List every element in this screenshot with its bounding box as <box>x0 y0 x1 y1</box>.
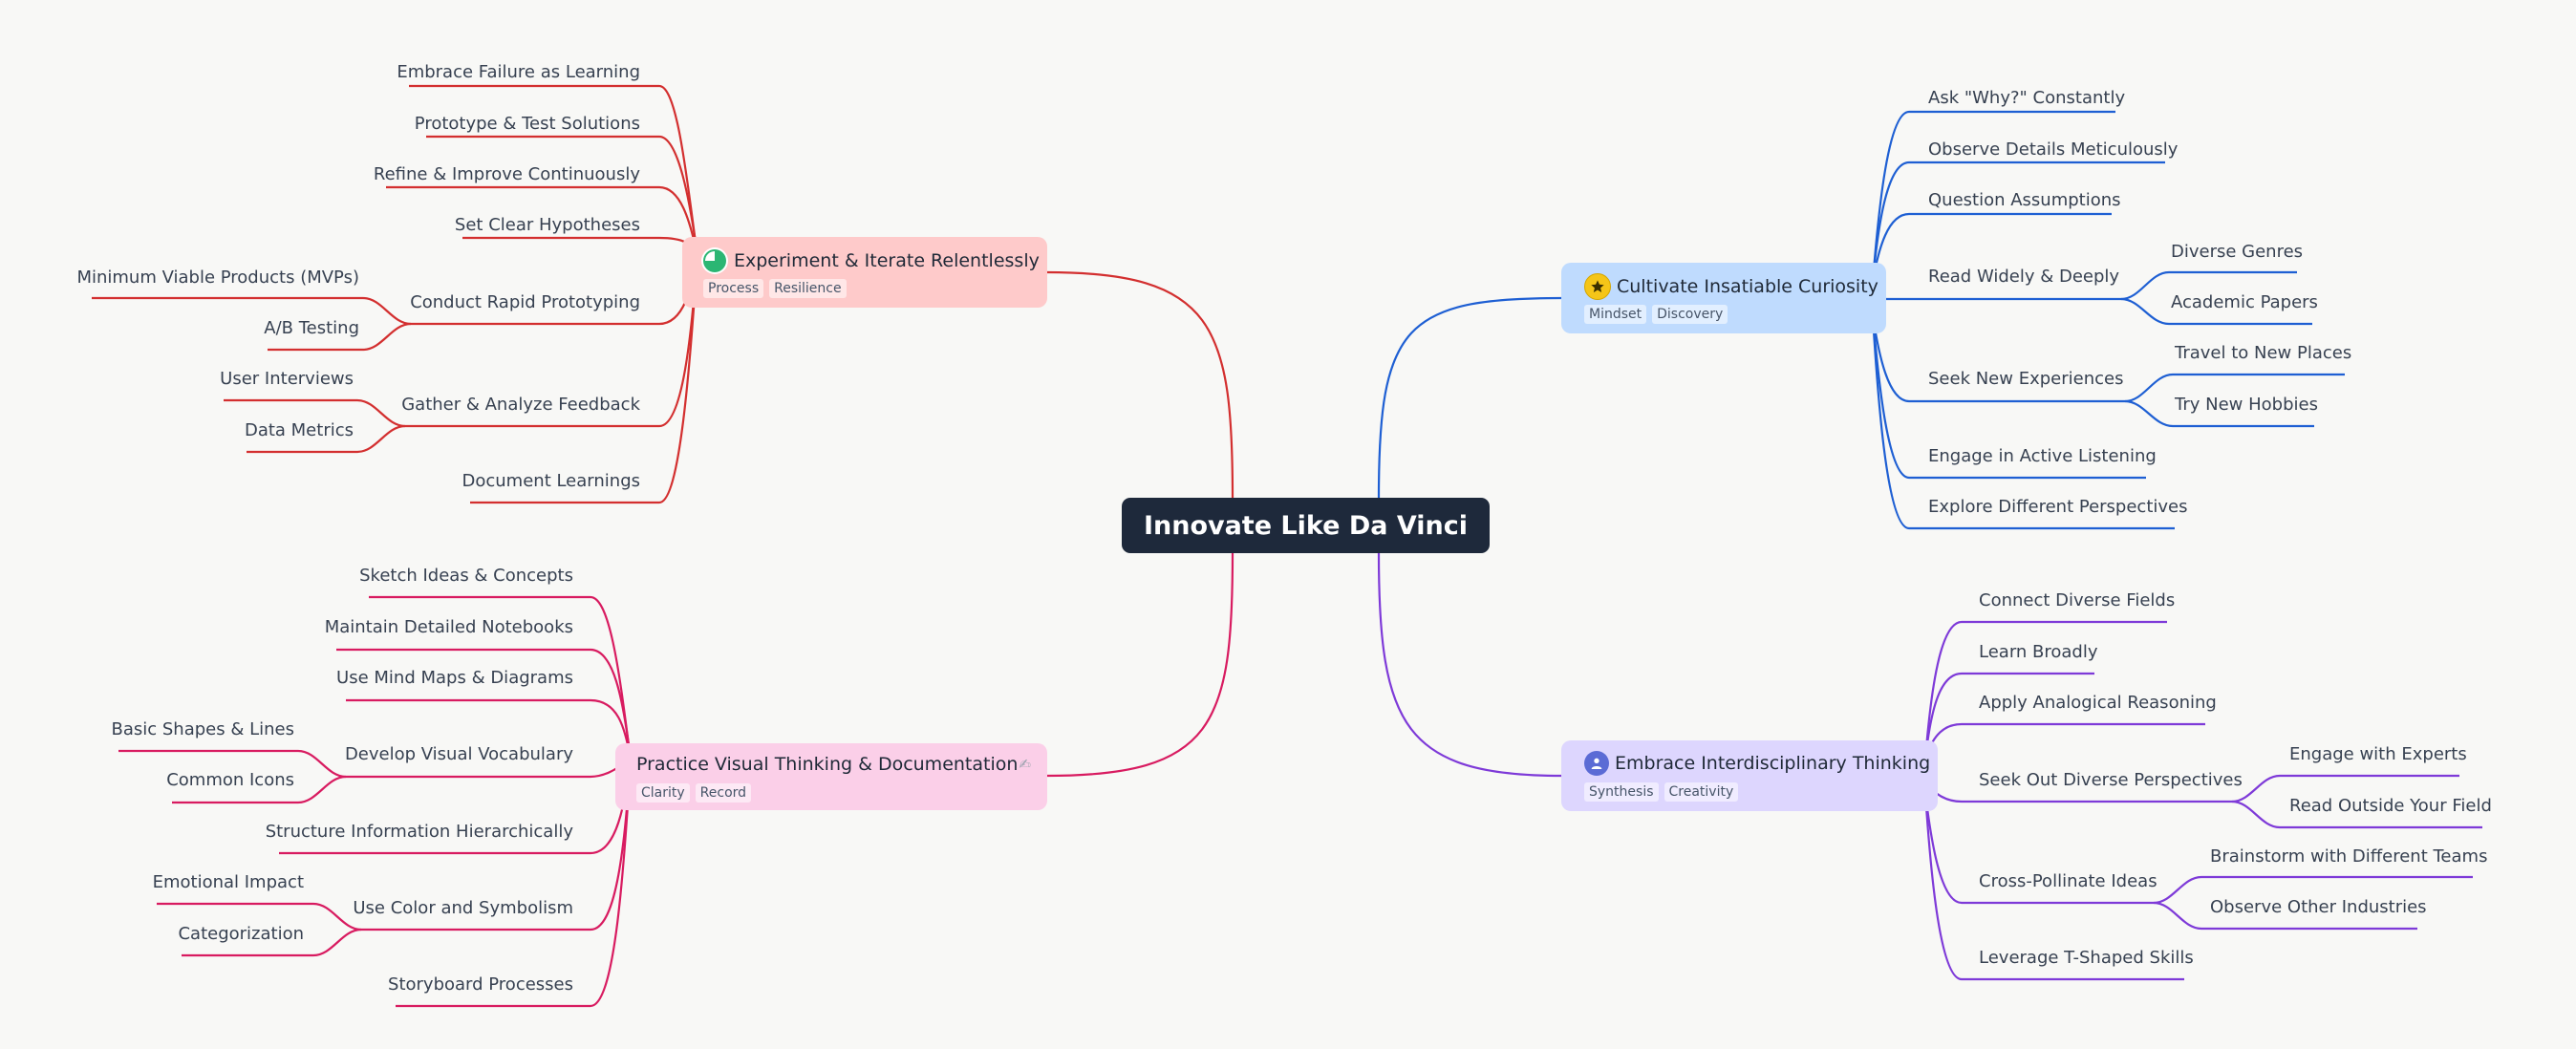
tag-synthesis: Synthesis <box>1584 782 1659 802</box>
color-sub-2[interactable]: Categorization <box>178 924 304 944</box>
experiment-child-6[interactable]: Gather & Analyze Feedback <box>401 395 640 415</box>
prototyping-sub-1[interactable]: Minimum Viable Products (MVPs) <box>76 268 359 288</box>
experiment-child-2[interactable]: Prototype & Test Solutions <box>414 114 640 134</box>
curiosity-child-2[interactable]: Observe Details Meticulously <box>1928 139 2179 160</box>
crosspollinate-sub-1[interactable]: Brainstorm with Different Teams <box>2210 846 2488 867</box>
color-sub-1[interactable]: Emotional Impact <box>152 872 304 892</box>
crosspollinate-sub-2[interactable]: Observe Other Industries <box>2210 897 2427 917</box>
interdisciplinary-child-3[interactable]: Apply Analogical Reasoning <box>1979 693 2217 713</box>
experiment-child-1[interactable]: Embrace Failure as Learning <box>397 62 640 82</box>
branch-visual-title: Practice Visual Thinking & Documentation <box>636 754 1019 775</box>
feedback-sub-2[interactable]: Data Metrics <box>244 420 354 440</box>
visual-child-2[interactable]: Maintain Detailed Notebooks <box>324 617 573 637</box>
star-icon <box>1584 273 1611 300</box>
root-node[interactable]: Innovate Like Da Vinci <box>1122 498 1490 553</box>
branch-curiosity-title: Cultivate Insatiable Curiosity <box>1617 276 1878 297</box>
experiences-sub-2[interactable]: Try New Hobbies <box>2175 395 2318 415</box>
interdisciplinary-child-6[interactable]: Leverage T-Shaped Skills <box>1979 948 2194 968</box>
tag-mindset: Mindset <box>1584 305 1647 324</box>
curiosity-child-5[interactable]: Seek New Experiences <box>1928 369 2124 389</box>
tag-record: Record <box>695 783 752 803</box>
curiosity-child-6[interactable]: Engage in Active Listening <box>1928 446 2157 466</box>
curiosity-child-1[interactable]: Ask "Why?" Constantly <box>1928 88 2126 108</box>
visual-child-3[interactable]: Use Mind Maps & Diagrams <box>336 668 573 688</box>
interdisciplinary-child-4[interactable]: Seek Out Diverse Perspectives <box>1979 770 2243 790</box>
pencil-icon: ✍ <box>1019 756 1031 773</box>
tag-discovery: Discovery <box>1652 305 1728 324</box>
interdisciplinary-child-1[interactable]: Connect Diverse Fields <box>1979 590 2176 610</box>
perspectives-sub-1[interactable]: Engage with Experts <box>2289 744 2467 764</box>
branch-experiment-title: Experiment & Iterate Relentlessly <box>734 250 1040 271</box>
feedback-sub-1[interactable]: User Interviews <box>220 369 354 389</box>
curiosity-child-3[interactable]: Question Assumptions <box>1928 190 2121 210</box>
branch-experiment-node[interactable]: Experiment & Iterate Relentlessly Proces… <box>682 237 1047 308</box>
tag-creativity: Creativity <box>1664 782 1739 802</box>
prototyping-sub-2[interactable]: A/B Testing <box>264 318 359 338</box>
experiences-sub-1[interactable]: Travel to New Places <box>2175 343 2352 363</box>
vocabulary-sub-2[interactable]: Common Icons <box>166 770 294 790</box>
branch-curiosity-node[interactable]: Cultivate Insatiable Curiosity Mindset D… <box>1561 263 1886 333</box>
tag-resilience: Resilience <box>769 279 847 298</box>
visual-child-6[interactable]: Use Color and Symbolism <box>353 898 573 918</box>
visual-child-5[interactable]: Structure Information Hierarchically <box>265 822 573 842</box>
read-sub-2[interactable]: Academic Papers <box>2171 292 2318 312</box>
interdisciplinary-child-5[interactable]: Cross-Pollinate Ideas <box>1979 871 2157 891</box>
progress-pie-icon <box>701 247 728 274</box>
visual-child-7[interactable]: Storyboard Processes <box>388 974 573 995</box>
experiment-child-7[interactable]: Document Learnings <box>462 471 641 491</box>
curiosity-child-4[interactable]: Read Widely & Deeply <box>1928 267 2120 287</box>
visual-child-1[interactable]: Sketch Ideas & Concepts <box>359 566 573 586</box>
root-title: Innovate Like Da Vinci <box>1143 510 1469 541</box>
branch-interdisciplinary-title: Embrace Interdisciplinary Thinking <box>1615 753 1931 774</box>
interdisciplinary-child-2[interactable]: Learn Broadly <box>1979 642 2098 662</box>
experiment-child-4[interactable]: Set Clear Hypotheses <box>454 215 640 235</box>
tag-process: Process <box>703 279 764 298</box>
user-icon <box>1584 751 1609 776</box>
branch-visual-node[interactable]: Practice Visual Thinking & Documentation… <box>615 743 1047 810</box>
curiosity-child-7[interactable]: Explore Different Perspectives <box>1928 497 2188 517</box>
experiment-child-5[interactable]: Conduct Rapid Prototyping <box>410 292 640 312</box>
read-sub-1[interactable]: Diverse Genres <box>2171 242 2304 262</box>
perspectives-sub-2[interactable]: Read Outside Your Field <box>2289 796 2492 816</box>
visual-child-4[interactable]: Develop Visual Vocabulary <box>344 744 573 764</box>
branch-interdisciplinary-node[interactable]: Embrace Interdisciplinary Thinking Synth… <box>1561 740 1938 811</box>
tag-clarity: Clarity <box>636 783 690 803</box>
vocabulary-sub-1[interactable]: Basic Shapes & Lines <box>111 719 295 739</box>
experiment-child-3[interactable]: Refine & Improve Continuously <box>373 164 640 184</box>
